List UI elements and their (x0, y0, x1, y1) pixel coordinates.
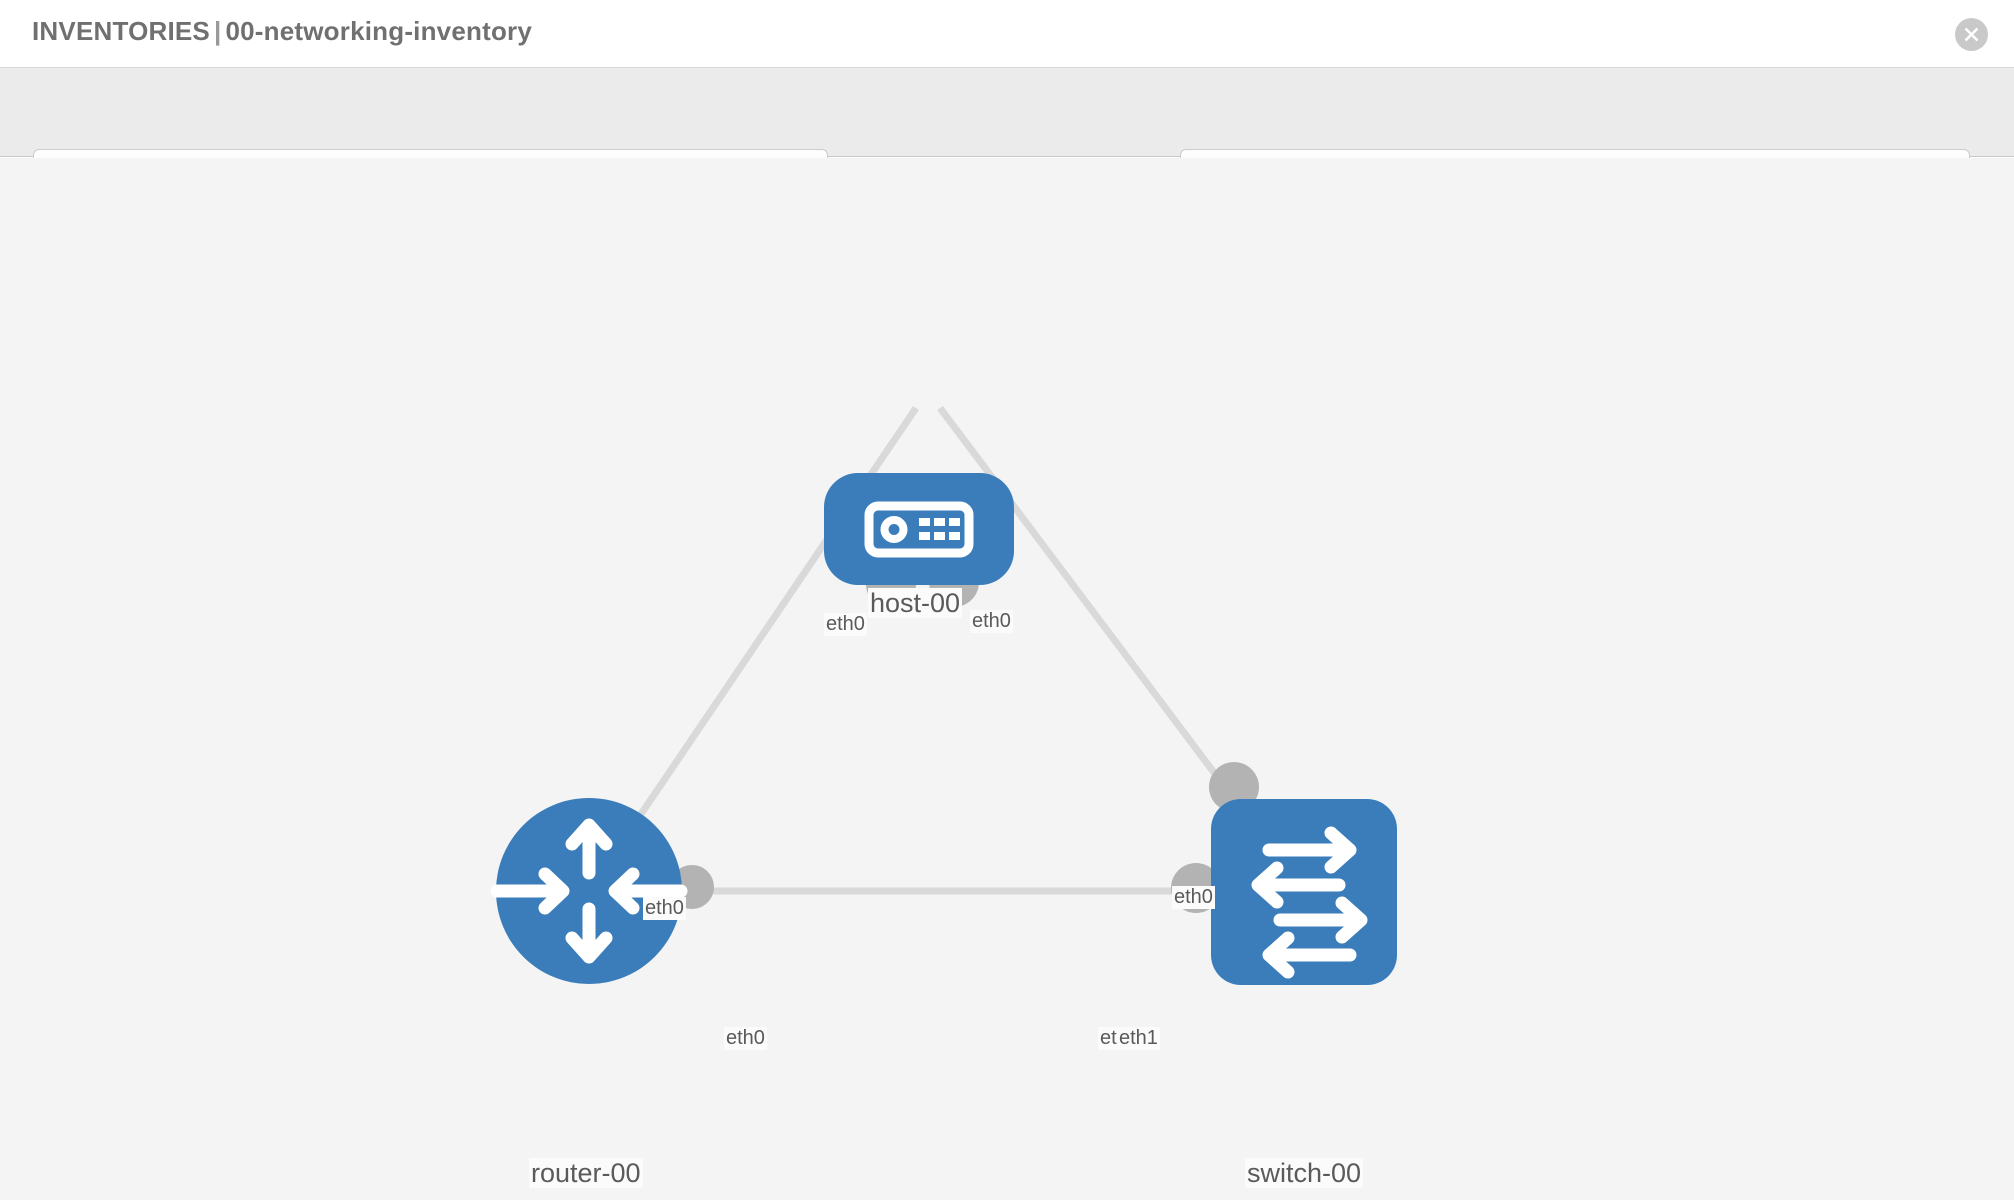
topology-canvas[interactable]: host-00 router-00 switch-00 eth0 eth0 et… (0, 158, 2014, 1200)
node-router-00[interactable] (490, 798, 688, 984)
node-label-router-00: router-00 (529, 1158, 643, 1188)
page-header: INVENTORIES|00-networking-inventory (0, 0, 2014, 68)
node-label-switch-00: switch-00 (1245, 1158, 1364, 1188)
breadcrumb: INVENTORIES|00-networking-inventory (32, 16, 532, 47)
breadcrumb-inventory-name: 00-networking-inventory (225, 16, 533, 46)
edge-label-switch-uplink: eth0 (1172, 886, 1215, 909)
node-label-host-00: host-00 (868, 588, 963, 618)
breadcrumb-inventories[interactable]: INVENTORIES (32, 16, 210, 46)
topology-graph (490, 405, 1397, 985)
topology-connectors (670, 557, 1259, 913)
edge-label-host-left: eth0 (824, 613, 867, 636)
node-host-00[interactable] (824, 473, 1014, 585)
close-button[interactable] (1955, 18, 1988, 51)
edge-label-router-eth0: eth0 (724, 1027, 767, 1050)
edge-label-switch-eth1: eth1 (1117, 1027, 1160, 1050)
router-arrows-icon (490, 818, 688, 964)
close-icon (1964, 27, 1979, 42)
breadcrumb-separator: | (213, 16, 222, 46)
switch-arrows-icon (1251, 826, 1368, 979)
toolbar: ACTIONS SEARCH (0, 68, 2014, 200)
node-switch-00[interactable] (1211, 799, 1397, 985)
edge-label-router-uplink: eth0 (643, 897, 686, 920)
edge-label-host-right: eth0 (970, 610, 1013, 633)
server-icon (864, 501, 974, 558)
